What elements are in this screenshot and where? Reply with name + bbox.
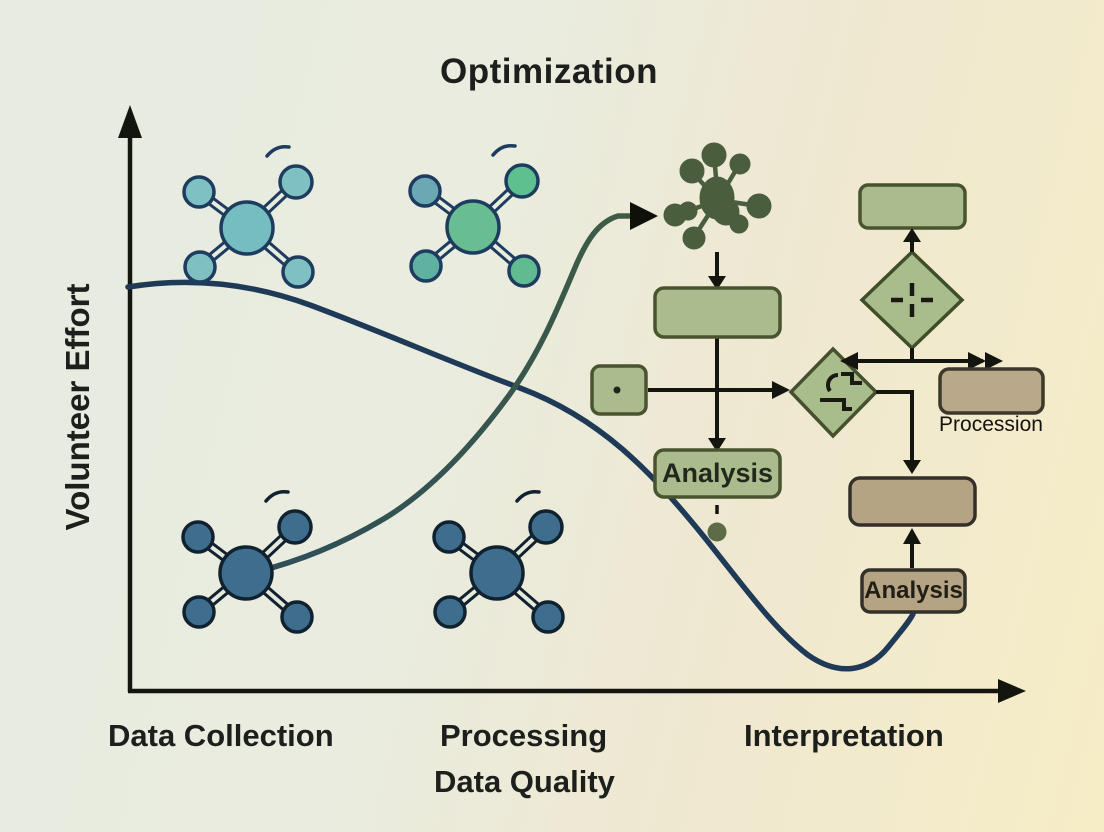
x-axis-arrow-icon — [998, 679, 1026, 703]
dot-icon — [707, 522, 727, 542]
volunteer-effort-curve — [125, 279, 916, 672]
dashed-crosshair-icon — [891, 283, 933, 317]
molecule-icon — [432, 489, 565, 634]
swap-icon — [820, 372, 862, 411]
analysis-left-box — [653, 448, 782, 499]
x-axis-label-processing: Processing — [440, 718, 608, 753]
arrow-up-icon — [903, 228, 921, 242]
arrow-right-icon — [985, 352, 1003, 370]
process-box-right — [848, 476, 977, 527]
procession-box — [938, 367, 1045, 415]
arrow-right-icon — [772, 381, 790, 399]
process-box-top-left — [653, 286, 782, 339]
arrow-down-icon — [903, 460, 921, 474]
network-icon — [663, 142, 772, 250]
terminal-dot — [707, 505, 727, 542]
molecule-icon — [181, 489, 314, 634]
y-axis-arrow-icon — [118, 105, 142, 138]
analysis-left-label: Analysis — [661, 458, 774, 488]
arrow-left-icon — [840, 352, 858, 370]
analysis-right-box — [860, 568, 967, 614]
x-axis-label-interpretation: Interpretation — [744, 718, 944, 753]
input-box-small — [590, 364, 648, 416]
x-axis — [128, 679, 1026, 703]
crosshair-decision-diamond — [859, 249, 965, 351]
arrow-right-icon — [968, 352, 986, 370]
y-axis — [118, 105, 142, 692]
dot-icon — [613, 386, 621, 394]
curve-arrow-icon — [630, 202, 658, 230]
x-axis-label-data-collection: Data Collection — [108, 718, 334, 753]
process-box-top-right — [858, 183, 967, 230]
flowchart-connectors-left — [648, 252, 790, 452]
y-axis-label: Volunteer Effort — [59, 283, 96, 531]
procession-label: Procession — [939, 413, 1043, 436]
arrow-down-icon — [708, 276, 726, 290]
arrow-down-icon — [708, 438, 726, 452]
data-quality-curve — [253, 213, 636, 575]
page-title: Optimization — [440, 52, 658, 91]
molecule-icon — [182, 144, 315, 289]
arrow-up-icon — [903, 528, 921, 544]
x-axis-sublabel-data-quality: Data Quality — [434, 764, 615, 799]
molecule-icon — [408, 143, 541, 288]
flowchart-connectors-right — [840, 228, 1003, 568]
analysis-right-label: Analysis — [864, 577, 963, 604]
